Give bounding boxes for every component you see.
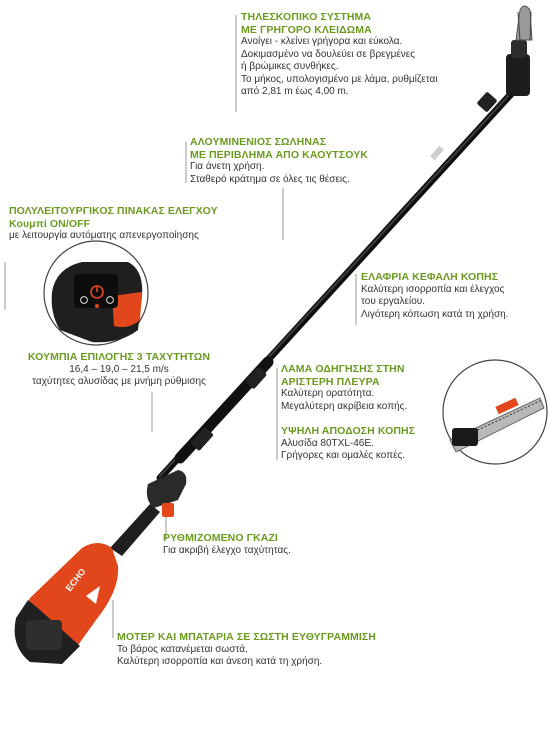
throttle-title-1: ΡΥΘΜΙΖΟΜΕΝΟ ΓΚΑΖΙ: [163, 532, 278, 544]
callout-bar-guide: ΛΑΜΑ ΟΔΗΓΗΣΗΣ ΣΤΗΝ ΑΡΙΣΤΕΡΗ ΠΛΕΥΡΑ Καλύτ…: [281, 363, 441, 413]
speed-line-2: ταχύτητες αλυσίδας με μνήμη ρύθμισης: [32, 376, 206, 387]
motor-unit: ECHO: [14, 470, 187, 664]
telescopic-title-1: ΤΗΛΕΣΚΟΠΙΚΟ ΣΥΣΤΗΜΑ: [241, 11, 372, 23]
bar-title-2: ΑΡΙΣΤΕΡΗ ΠΛΕΥΡΑ: [281, 375, 380, 388]
control-panel-inset: [43, 240, 149, 346]
bar-title-1: ΛΑΜΑ ΟΔΗΓΗΣΗΣ ΣΤΗΝ: [281, 363, 405, 375]
callout-cutting-performance: ΥΨΗΛΗ ΑΠΟΔΟΣΗ ΚΟΠΗΣ Αλυσίδα 80TXL-46E. Γ…: [281, 425, 461, 463]
control-title-2: Κουμπί ON/OFF: [9, 217, 91, 230]
motor-line-1: Το βάρος κατανέμεται σωστά.: [117, 643, 248, 655]
callout-control-panel: ΠΟΛΥΛΕΙΤΟΥΡΓΙΚΟΣ ΠΙΝΑΚΑΣ ΕΛΕΓΧΟΥ Κουμπί …: [9, 205, 269, 243]
bar-line-2: Μεγαλύτερη ακρίβεια κοπής.: [281, 400, 408, 412]
telescopic-line-5: από 2,81 m έως 4,00 m.: [241, 86, 349, 97]
lighthead-line-1: Καλύτερη ισορροπία και έλεγχος: [361, 283, 505, 295]
telescopic-title-2: ΜΕ ΓΡΗΓΟΡΟ ΚΛΕΙΔΩΜΑ: [241, 23, 372, 36]
speed-title-1: ΚΟΥΜΠΙΑ ΕΠΙΛΟΓΗΣ 3 ΤΑΧΥΤΗΤΩΝ: [27, 351, 211, 363]
cutting-line-2: Γρήγορες και ομαλές κοπές.: [281, 450, 406, 461]
pole: [156, 78, 526, 482]
callout-speed-buttons: ΚΟΥΜΠΙΑ ΕΠΙΛΟΓΗΣ 3 ΤΑΧΥΤΗΤΩΝ 16,4 – 19,0…: [9, 351, 229, 389]
telescopic-line-1: Ανοίγει - κλείνει γρήγορα και εύκολα.: [241, 36, 403, 47]
aluminium-line-2: Σταθερό κράτημα σε όλες τις θέσεις.: [190, 173, 350, 185]
telescopic-line-2: Δοκιμασμένο να δουλεύει σε βρεγμένες: [241, 48, 416, 60]
cutting-title-1: ΥΨΗΛΗ ΑΠΟΔΟΣΗ ΚΟΠΗΣ: [281, 425, 416, 437]
lighthead-line-3: Λιγότερη κόπωση κατά τη χρήση.: [361, 308, 509, 320]
aluminium-line-1: Για άνετη χρήση.: [190, 161, 265, 172]
cutting-line-1: Αλυσίδα 80TXL-46E.: [281, 437, 374, 449]
bar-guide-inset: [442, 359, 548, 465]
motor-line-2: Καλύτερη ισορροπία και άνεση κατά τη χρή…: [117, 656, 323, 667]
motor-title-1: ΜΟΤΕΡ ΚΑΙ ΜΠΑΤΑΡΙΑ ΣΕ ΣΩΣΤΗ ΕΥΘΥΓΡΑΜΜΙΣΗ: [117, 631, 376, 643]
control-line-1: με λειτουργία αυτόματης απενεργοποίησης: [9, 230, 199, 241]
leader-lines: [4, 15, 357, 638]
telescopic-line-4: Το μήκος, υπολογισμένο με λάμα, ρυθμίζετ…: [241, 73, 438, 85]
callout-light-head: ΕΛΑΦΡΙΑ ΚΕΦΑΛΗ ΚΟΠΗΣ Καλύτερη ισορροπία …: [361, 271, 546, 321]
telescopic-line-3: ή βρώμικες συνθήκες.: [241, 61, 339, 72]
bar-line-1: Καλύτερη ορατότητα.: [281, 388, 375, 399]
aluminium-title-2: ΜΕ ΠΕΡΙΒΛΗΜΑ ΑΠΟ ΚΑΟΥΤΣΟΥΚ: [190, 148, 368, 161]
cutter-head-top: [506, 5, 533, 96]
speed-line-1: 16,4 – 19,0 – 21,5 m/s: [69, 363, 169, 375]
callout-telescopic: ΤΗΛΕΣΚΟΠΙΚΟ ΣΥΣΤΗΜΑ ΜΕ ΓΡΗΓΟΡΟ ΚΛΕΙΔΩΜΑ …: [241, 11, 541, 99]
aluminium-title-1: ΑΛΟΥΜΙΝΕΝΙΟΣ ΣΩΛΗΝΑΣ: [190, 136, 327, 148]
control-title-1: ΠΟΛΥΛΕΙΤΟΥΡΓΙΚΟΣ ΠΙΝΑΚΑΣ ΕΛΕΓΧΟΥ: [9, 205, 218, 217]
lighthead-title-1: ΕΛΑΦΡΙΑ ΚΕΦΑΛΗ ΚΟΠΗΣ: [361, 271, 499, 283]
lighthead-line-2: του εργαλείου.: [361, 296, 426, 307]
callout-motor-battery: ΜΟΤΕΡ ΚΑΙ ΜΠΑΤΑΡΙΑ ΣΕ ΣΩΣΤΗ ΕΥΘΥΓΡΑΜΜΙΣΗ…: [117, 631, 437, 669]
callout-aluminium: ΑΛΟΥΜΙΝΕΝΙΟΣ ΣΩΛΗΝΑΣ ΜΕ ΠΕΡΙΒΛΗΜΑ ΑΠΟ ΚΑ…: [190, 136, 450, 186]
throttle-line-1: Για ακριβή έλεγχο ταχύτητας.: [163, 544, 291, 556]
callout-throttle: ΡΥΘΜΙΖΟΜΕΝΟ ΓΚΑΖΙ Για ακριβή έλεγχο ταχύ…: [163, 532, 363, 557]
